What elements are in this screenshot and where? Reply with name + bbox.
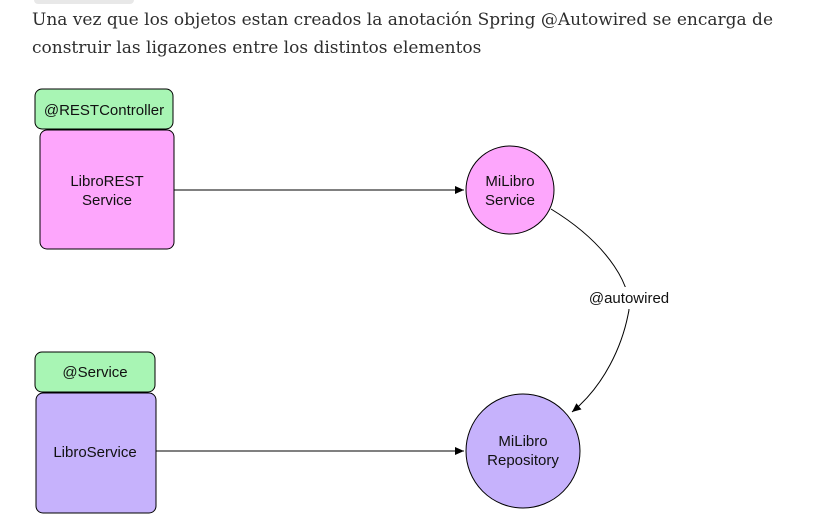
milibro-repository-node: MiLibro Repository — [465, 393, 581, 509]
intro-paragraph: Una vez que los objetos estan creados la… — [32, 6, 792, 62]
service-annotation-label: @Service — [62, 364, 127, 381]
libro-service-label: LibroService — [53, 444, 136, 461]
intro-line-1: Una vez que los objetos estan creados la… — [32, 10, 774, 30]
milibro-service-label-line1: MiLibro — [485, 173, 534, 190]
autowired-label-background — [585, 287, 677, 309]
autowired-label: @autowired — [589, 290, 669, 307]
intro-line-2: construir las ligazones entre los distin… — [32, 38, 482, 58]
rest-controller-annotation: @RESTController — [34, 88, 174, 130]
libro-rest-service-label-line1: LibroREST — [70, 173, 143, 190]
milibro-service-label-line2: Service — [485, 192, 535, 209]
top-decoration — [34, 0, 134, 4]
milibro-repository-label-line1: MiLibro — [498, 433, 547, 450]
rest-controller-annotation-label: @RESTController — [44, 102, 164, 119]
autowired-curved-arrow — [550, 208, 630, 413]
milibro-repository-label-line2: Repository — [487, 452, 559, 469]
libro-rest-service-box: LibroREST Service — [39, 129, 175, 250]
milibro-service-node: MiLibro Service — [465, 145, 555, 235]
libro-rest-service-label-line2: Service — [82, 192, 132, 209]
service-annotation: @Service — [34, 351, 156, 393]
libro-service-box: LibroService — [35, 392, 157, 514]
